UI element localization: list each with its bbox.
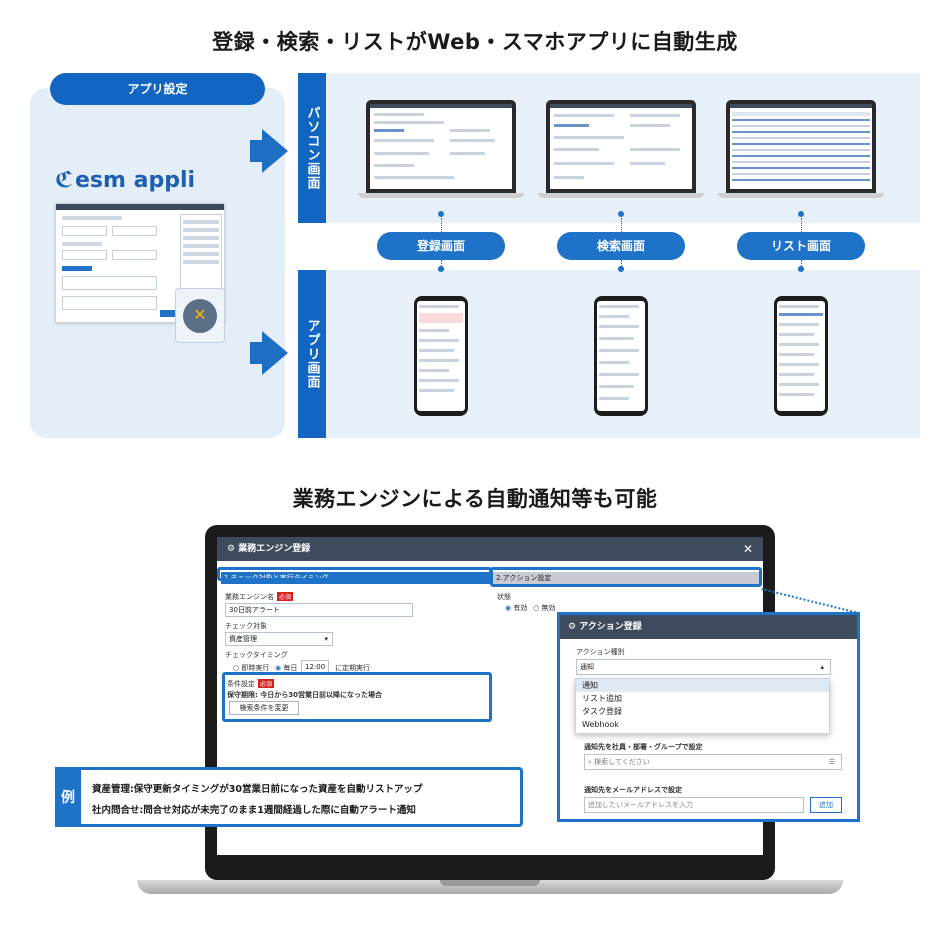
arrow-stem-app bbox=[250, 342, 264, 364]
action-dialog-header: ⚙ アクション登録 bbox=[560, 615, 857, 639]
laptop-base bbox=[358, 193, 524, 198]
check-target-select[interactable]: 資産管理▾ bbox=[225, 632, 333, 646]
chevron-up-icon: ▴ bbox=[820, 663, 824, 671]
arrow-right-icon bbox=[262, 129, 288, 173]
highlight-section2 bbox=[490, 567, 762, 587]
action-type-dropdown: 通知 リスト追加 タスク登録 Webhook bbox=[575, 678, 830, 734]
highlight-condition bbox=[222, 672, 492, 722]
example-line-2: 社内問合せ:問合せ対応が未完了のまま1週間経過した際に自動アラート通知 bbox=[92, 805, 416, 816]
search-icon: ⌕ bbox=[588, 758, 595, 766]
add-button[interactable]: 追加 bbox=[810, 797, 842, 813]
highlight-section1 bbox=[217, 567, 492, 581]
section-action-settings[interactable]: 2.アクション設定 bbox=[493, 572, 759, 584]
timing-daily-radio[interactable]: ◉ 毎日 bbox=[275, 664, 298, 672]
timing-instant-radio[interactable]: ○ 即時実行 bbox=[233, 664, 270, 672]
change-condition-button[interactable]: 検索条件を変更 bbox=[229, 701, 299, 715]
laptop-base bbox=[718, 193, 884, 198]
app-settings-pill: アプリ設定 bbox=[50, 73, 265, 105]
gear-icon: ⚙ bbox=[568, 622, 580, 632]
timing-label: チェックタイミング bbox=[225, 651, 288, 659]
app-settings-screenshot bbox=[55, 203, 225, 323]
laptop-base bbox=[137, 880, 843, 894]
search-input[interactable]: ⌕ 検索してください☰ bbox=[584, 754, 842, 770]
option-webhook[interactable]: Webhook bbox=[582, 720, 619, 729]
pc-register-screen bbox=[366, 100, 516, 193]
engine-dialog-header: ⚙ 業務エンジン登録 ✕ bbox=[217, 537, 763, 561]
connector-dot bbox=[798, 211, 804, 217]
connector-dot bbox=[438, 211, 444, 217]
app-search-phone bbox=[594, 296, 648, 416]
laptop-notch bbox=[440, 880, 540, 886]
app-row-label: アプリ画面 bbox=[298, 270, 326, 438]
action-type-label: アクション種別 bbox=[576, 648, 625, 656]
pc-row-label: パソコン画面 bbox=[298, 73, 326, 223]
check-target-label: チェック対象 bbox=[225, 622, 267, 630]
engine-name-input[interactable]: 30日前アラート bbox=[225, 603, 413, 617]
arrow-stem-pc bbox=[250, 140, 264, 162]
status-on-radio[interactable]: ◉ 有効 bbox=[505, 604, 528, 612]
status-label: 状態 bbox=[497, 593, 511, 601]
arrow-right-icon bbox=[262, 331, 288, 375]
option-notify[interactable]: 通知 bbox=[576, 679, 829, 692]
pc-list-screen bbox=[726, 100, 876, 193]
condition-text: 保守期限: 今日から30営業日前以降になった場合 bbox=[227, 691, 382, 699]
esm-logo-icon: ℭ bbox=[55, 168, 74, 193]
engine-name-label: 業務エンジン名必須 bbox=[225, 592, 294, 601]
status-off-radio[interactable]: ○ 無効 bbox=[533, 604, 556, 612]
gear-icon: ⚙ bbox=[227, 544, 239, 554]
timing-suffix: に定期実行 bbox=[335, 664, 370, 672]
pc-search-screen bbox=[546, 100, 696, 193]
mail-input[interactable]: 追加したいメールアドレスを入力 bbox=[584, 797, 804, 813]
esm-appli-logo: ℭesm appli bbox=[55, 168, 196, 193]
list-screen-pill: リスト画面 bbox=[737, 232, 865, 260]
example-tag: 例 bbox=[55, 767, 81, 827]
required-badge: 必須 bbox=[277, 592, 294, 601]
action-type-select[interactable]: 通知▴ bbox=[576, 659, 831, 675]
filter-icon[interactable]: ☰ bbox=[828, 758, 835, 766]
register-screen-pill: 登録画面 bbox=[377, 232, 505, 260]
tools-icon: ✕ bbox=[193, 305, 207, 324]
notify-user-label: 通知先を社員・部署・グループで設定 bbox=[584, 743, 703, 751]
connector-dot bbox=[618, 211, 624, 217]
example-box: 例 資産管理:保守更新タイミングが30営業日前になった資産を自動リストアップ 社… bbox=[55, 767, 523, 827]
close-icon[interactable]: ✕ bbox=[742, 542, 753, 556]
top-heading: 登録・検索・リストがWeb・スマホアプリに自動生成 bbox=[212, 30, 738, 54]
app-register-phone bbox=[414, 296, 468, 416]
notify-mail-label: 通知先をメールアドレスで設定 bbox=[584, 786, 682, 794]
laptop-base bbox=[538, 193, 704, 198]
chevron-down-icon: ▾ bbox=[324, 635, 328, 643]
option-list-add[interactable]: リスト追加 bbox=[582, 694, 622, 703]
app-list-phone bbox=[774, 296, 828, 416]
engine-dialog-title: 業務エンジン登録 bbox=[238, 544, 311, 554]
option-task[interactable]: タスク登録 bbox=[582, 707, 622, 716]
bottom-heading: 業務エンジンによる自動通知等も可能 bbox=[292, 487, 658, 511]
condition-label: 条件設定必須 bbox=[227, 679, 275, 688]
settings-file-icon: ✕ bbox=[175, 288, 225, 343]
example-line-1: 資産管理:保守更新タイミングが30営業日前になった資産を自動リストアップ bbox=[92, 784, 423, 795]
search-screen-pill: 検索画面 bbox=[557, 232, 685, 260]
